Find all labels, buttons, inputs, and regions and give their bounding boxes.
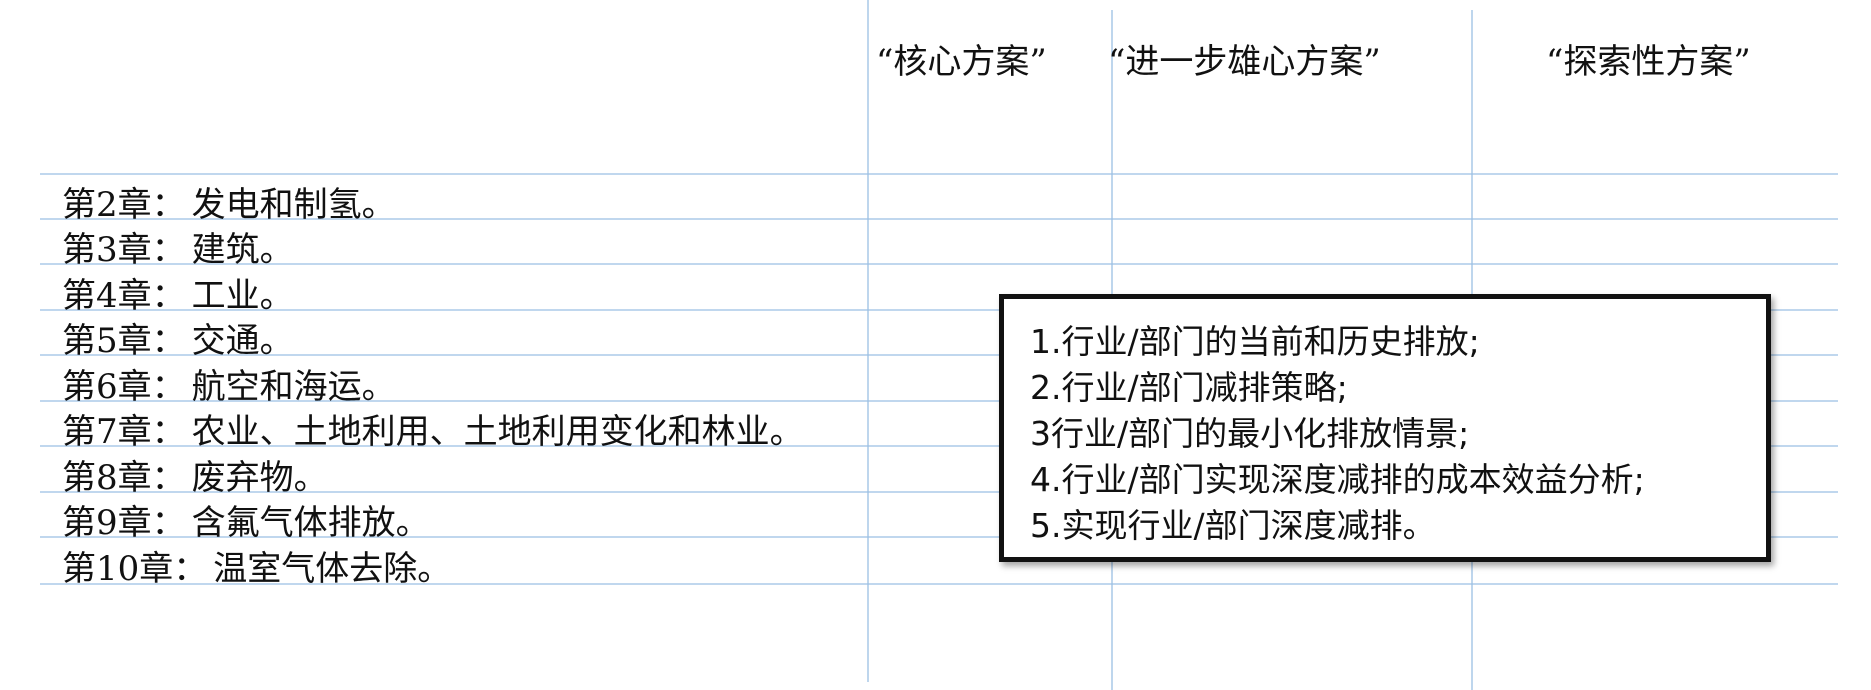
chapter-row: 第5章：交通。 [62,316,804,361]
horizontal-lines [40,173,1838,585]
callout-item: 3行业/部门的最小化排放情景; [1030,414,1470,453]
chapter-title: 发电和制氢。 [191,184,396,225]
column-header-exploratory: “探索性方案” [1546,42,1751,82]
callout-item: 4.行业/部门实现深度减排的成本效益分析; [1030,460,1645,499]
chapter-number: 第2章： [62,184,186,225]
chapter-title: 含氟气体排放。 [191,503,430,543]
chapter-number: 第6章： [62,366,186,407]
chapter-row: 第10章：温室气体去除。 [62,543,804,589]
column-header-further-ambition: “进一步雄心方案” [1108,42,1381,82]
chapter-title: 航空和海运。 [191,366,396,407]
chapter-row: 第4章：工业。 [62,270,804,316]
chapter-number: 第9章： [62,503,186,543]
chapter-number: 第8章： [62,457,186,498]
chapter-row: 第9章：含氟气体排放。 [62,498,804,543]
chapter-number: 第7章： [62,412,186,452]
chapter-title: 建筑。 [191,230,294,270]
chapter-row: 第8章：废弃物。 [62,452,804,498]
chapter-title: 温室气体去除。 [213,548,452,589]
chapter-title: 农业、土地利用、土地利用变化和林业。 [191,412,804,452]
chapter-row: 第3章：建筑。 [62,225,804,270]
chapter-number: 第3章： [62,230,186,270]
chapter-number: 第5章： [62,321,186,361]
chapter-row: 第7章：农业、土地利用、土地利用变化和林业。 [62,407,804,452]
chapter-row: 第2章：发电和制氢。 [62,179,804,225]
chapter-row: 第6章：航空和海运。 [62,361,804,407]
analysis-content-callout: 1.行业/部门的当前和历史排放; 2.行业/部门减排策略; 3行业/部门的最小化… [999,294,1771,562]
chapter-list: 第2章：发电和制氢。 第3章：建筑。 第4章：工业。 第5章：交通。 第6章：航… [62,179,804,589]
chapter-number: 第4章： [62,275,186,316]
chapter-title: 废弃物。 [191,457,328,498]
callout-item: 5.实现行业/部门深度减排。 [1030,506,1436,545]
callout-item: 2.行业/部门减排策略; [1030,368,1348,407]
column-header-core: “核心方案” [876,42,1047,82]
chapter-title: 工业。 [191,275,294,316]
callout-item: 1.行业/部门的当前和历史排放; [1030,322,1480,361]
chapter-title: 交通。 [191,321,294,361]
chapter-number: 第10章： [62,548,208,589]
